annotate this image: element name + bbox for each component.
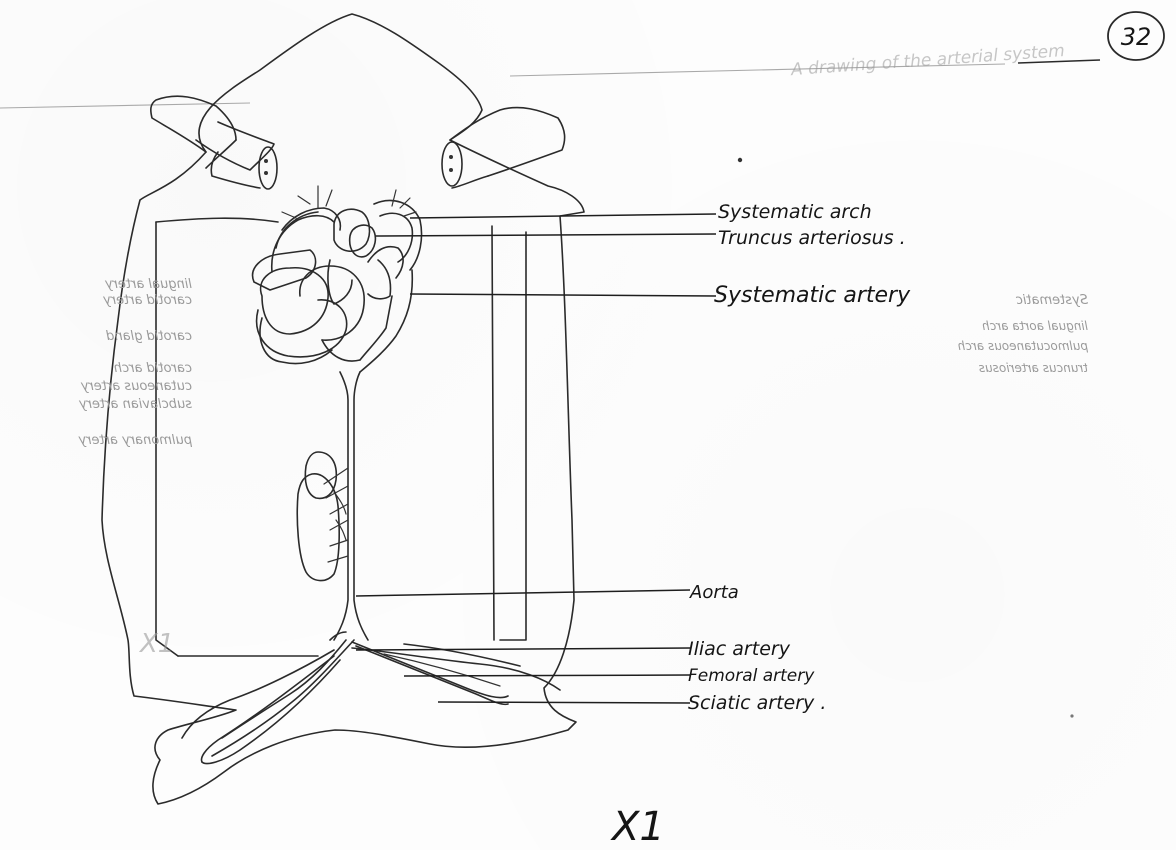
- heart: [253, 186, 422, 640]
- label-sciatic-artery: Sciatic artery .: [688, 692, 826, 714]
- label-aorta: Aorta: [689, 582, 739, 603]
- leader-systematic-artery: [410, 294, 716, 296]
- ghost-left-0: lingual artery: [105, 277, 192, 292]
- ghost-left-1: carotid artery: [103, 293, 192, 308]
- ghost-left-6: pulmonary artery: [78, 433, 193, 448]
- leader-aorta: [356, 590, 690, 596]
- page-number: 32: [1121, 23, 1152, 51]
- label-systematic-arch: Systematic arch: [718, 201, 872, 223]
- auricle: [261, 268, 329, 334]
- kidney: [297, 452, 348, 581]
- corner-magnification-mark: X1: [138, 629, 174, 659]
- ghost-left-3: carotid arch: [114, 361, 192, 376]
- leader-femoral-artery: [404, 675, 690, 676]
- label-truncus-arteriosus: Truncus arteriosus .: [718, 227, 906, 249]
- leader-truncus-arteriosus: [376, 234, 716, 236]
- page-heading: A drawing of the arterial system: [789, 41, 1065, 80]
- ghost-right-2: pulmocutaneous arch: [958, 339, 1089, 353]
- ghost-left-5: subclavian artery: [79, 397, 192, 412]
- leader-systematic-arch: [410, 214, 716, 218]
- leader-sciatic-artery: [438, 702, 690, 703]
- labels: Systematic arch Truncus arteriosus . Sys…: [688, 201, 911, 714]
- leader-lines: [356, 214, 716, 703]
- ghost-right-3: truncus arteriosus: [979, 361, 1088, 375]
- ghost-right-1: lingual aorta arch: [982, 319, 1088, 333]
- magnification-label: X1: [610, 804, 665, 850]
- page-number-badge: 32: [1108, 12, 1164, 60]
- label-femoral-artery: Femoral artery: [688, 666, 815, 686]
- leader-iliac-artery: [356, 648, 690, 650]
- ghost-left-4: cutaneous artery: [80, 379, 192, 394]
- ventricle: [257, 300, 347, 357]
- label-systematic-artery: Systematic artery: [714, 283, 911, 308]
- show-through-right: Systematic lingual aorta arch pulmocutan…: [958, 293, 1089, 375]
- ghost-left-2: carotid gland: [105, 329, 192, 344]
- show-through-left: lingual artery carotid artery carotid gl…: [78, 277, 193, 448]
- ventricle-right: [300, 266, 364, 340]
- ghost-right-0: Systematic: [1016, 293, 1088, 308]
- stray-dot: [738, 158, 742, 162]
- stray-dot: [1070, 714, 1073, 717]
- label-iliac-artery: Iliac artery: [688, 638, 791, 660]
- left-lobe: [253, 250, 316, 290]
